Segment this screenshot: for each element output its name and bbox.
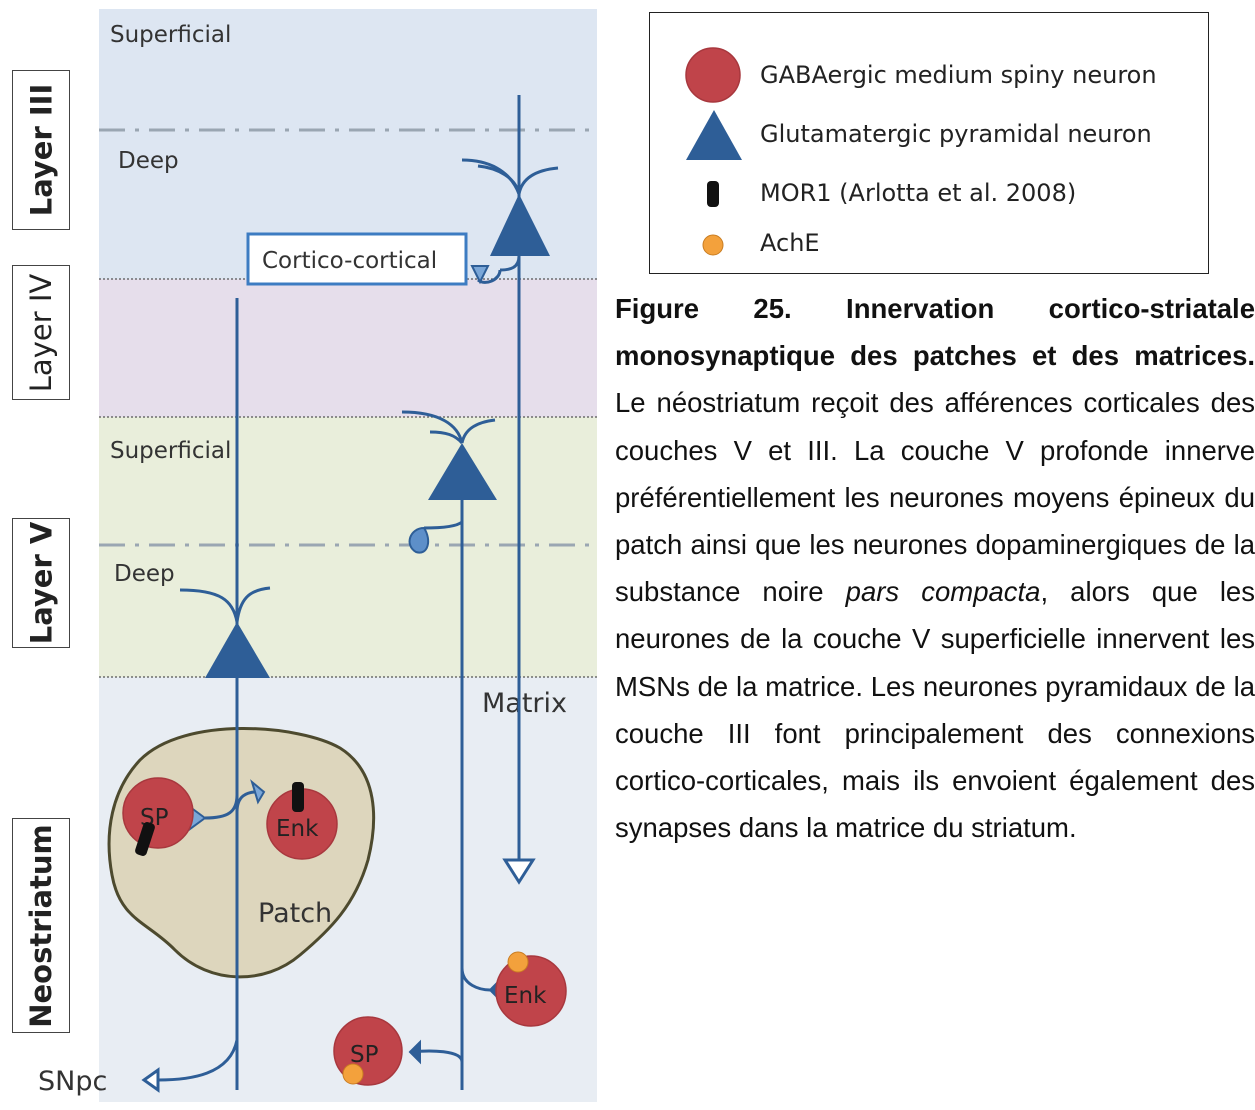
legend-text-msn: GABAergic medium spiny neuron: [760, 61, 1157, 89]
caption-italic: pars compacta: [845, 576, 1041, 608]
msn-enk-patch: Enk: [266, 782, 338, 860]
cortico-cortical-box: [246, 232, 468, 286]
legend-item-pyramidal: Glutamatergic pyramidal neuron: [650, 102, 1152, 166]
label-snpc: SNpc: [38, 1066, 107, 1097]
layer4-band: [99, 279, 597, 417]
mor1-marker-enk-patch: [292, 782, 304, 812]
label-superficial-layer5: Superficial: [110, 438, 231, 464]
label-enk-matrix: Enk: [504, 983, 547, 1009]
side-label-layer5: Layer V: [12, 518, 70, 648]
side-label-neostriatum: Neostriatum: [12, 818, 70, 1033]
legend: GABAergic medium spiny neuron Glutamater…: [649, 12, 1209, 274]
cortico-striatal-diagram: Superficial Deep Superficial Deep Matrix…: [38, 9, 597, 1102]
pyramidal-legend-icon: [686, 110, 742, 160]
msn-sp-matrix: SP: [333, 1016, 403, 1086]
label-patch: Patch: [258, 898, 332, 929]
caption-body-1: Le néostriatum reçoit des afférences cor…: [615, 387, 1255, 608]
mor1-marker-sp-patch: [135, 822, 155, 856]
deep-layer5-pyramidal-neuron: [141, 298, 271, 1093]
label-deep-layer3: Deep: [118, 148, 179, 174]
side-label-layer3: Layer III: [12, 70, 70, 230]
superficial-layer5-pyramidal-neuron: [401, 410, 504, 1090]
ache-marker-sp-matrix: [342, 1063, 364, 1085]
mor1-legend-icon: [707, 181, 719, 207]
msn-enk-matrix: Enk: [495, 951, 567, 1027]
legend-text-ache: AchE: [760, 229, 820, 257]
legend-item-msn: GABAergic medium spiny neuron: [650, 43, 1157, 107]
caption-title: Figure 25. Innervation cortico-striatale…: [615, 293, 1255, 372]
legend-text-mor1: MOR1 (Arlotta et al. 2008): [760, 179, 1077, 207]
label-superficial-layer3: Superficial: [110, 22, 231, 48]
label-matrix: Matrix: [482, 688, 567, 719]
figure-caption: Figure 25. Innervation cortico-striatale…: [615, 285, 1255, 851]
label-cortico-cortical: Cortico-cortical: [262, 248, 437, 274]
label-deep-layer5: Deep: [114, 561, 175, 587]
label-enk-patch: Enk: [276, 816, 319, 842]
legend-item-ache: AchE: [650, 221, 820, 265]
msn-legend-icon: [685, 47, 741, 103]
ache-legend-icon: [702, 234, 724, 256]
ache-marker-enk-matrix: [507, 951, 529, 973]
legend-item-mor1: MOR1 (Arlotta et al. 2008): [650, 171, 1076, 215]
layer5-band: [99, 417, 597, 677]
side-label-layer4: Layer IV: [12, 265, 70, 400]
layer3-pyramidal-neuron: [461, 95, 559, 885]
legend-text-pyramidal: Glutamatergic pyramidal neuron: [760, 120, 1152, 148]
caption-body-2: , alors que les neurones de la couche V …: [615, 576, 1255, 844]
msn-sp-patch: SP: [122, 777, 194, 856]
